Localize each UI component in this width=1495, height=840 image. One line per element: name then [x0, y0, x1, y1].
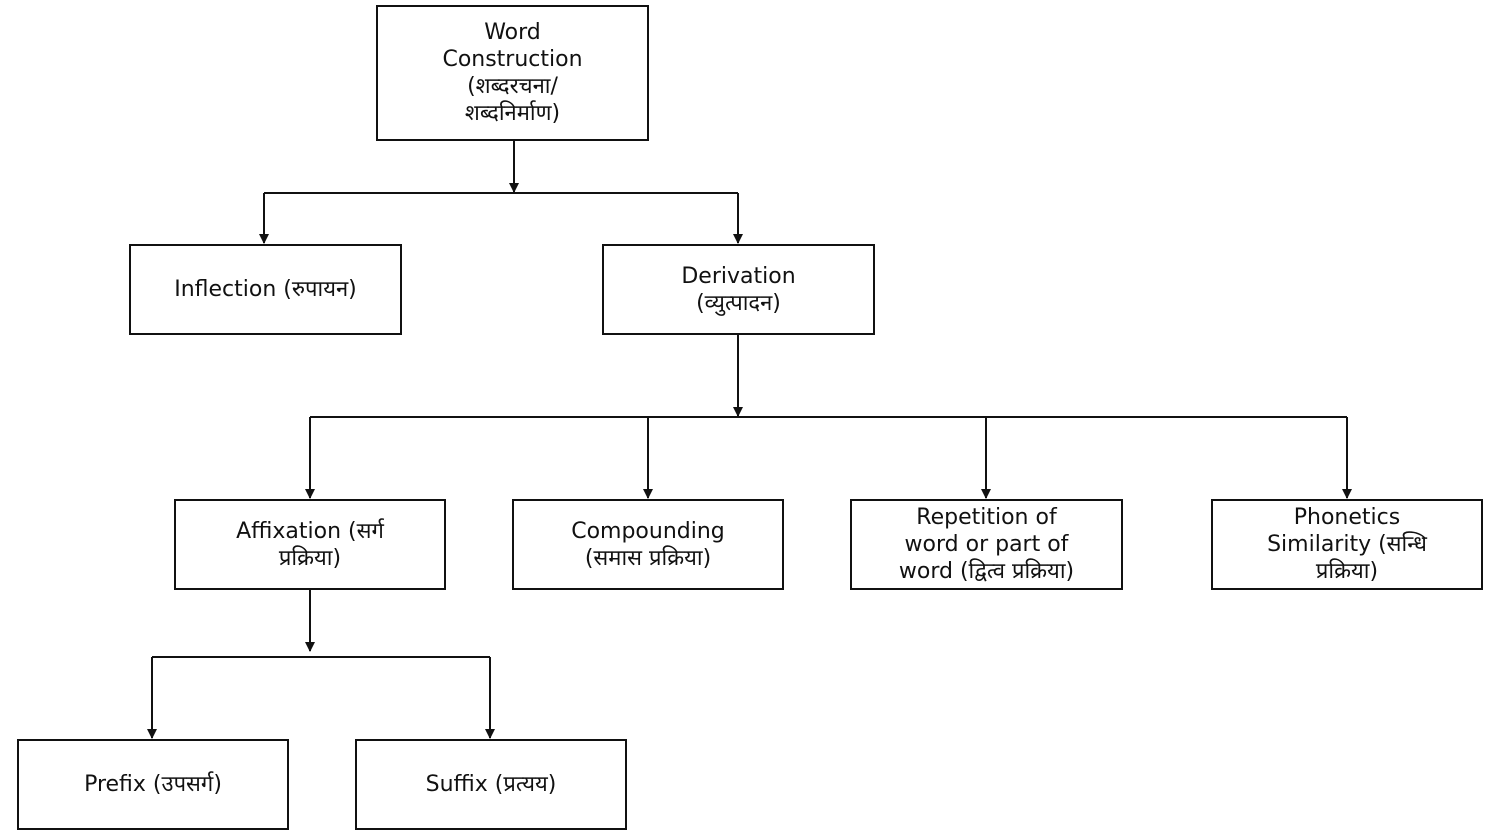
- node-inflection: Inflection (रुपायन): [129, 244, 402, 335]
- node-phonetics-similarity: Phonetics Similarity (सन्धि प्रक्रिया): [1211, 499, 1483, 590]
- node-compounding-label: Compounding (समास प्रक्रिया): [571, 518, 725, 571]
- node-inflection-label: Inflection (रुपायन): [174, 277, 357, 302]
- node-derivation-label: Derivation (व्युत्पादन): [681, 263, 796, 316]
- node-affixation-label: Affixation (सर्ग प्रक्रिया): [236, 518, 384, 571]
- node-suffix: Suffix (प्रत्यय): [355, 739, 627, 830]
- node-prefix-label: Prefix (उपसर्ग): [84, 772, 222, 797]
- node-repetition: Repetition of word or part of word (द्वि…: [850, 499, 1123, 590]
- node-repetition-label: Repetition of word or part of word (द्वि…: [898, 505, 1075, 584]
- node-compounding: Compounding (समास प्रक्रिया): [512, 499, 784, 590]
- node-derivation: Derivation (व्युत्पादन): [602, 244, 875, 335]
- node-affixation: Affixation (सर्ग प्रक्रिया): [174, 499, 446, 590]
- node-prefix: Prefix (उपसर्ग): [17, 739, 289, 830]
- node-word-construction: Word Construction (शब्दरचना/ शब्दनिर्माण…: [376, 5, 649, 141]
- node-word-construction-label: Word Construction (शब्दरचना/ शब्दनिर्माण…: [442, 20, 583, 126]
- node-suffix-label: Suffix (प्रत्यय): [425, 772, 557, 797]
- node-phonetics-similarity-label: Phonetics Similarity (सन्धि प्रक्रिया): [1267, 505, 1427, 584]
